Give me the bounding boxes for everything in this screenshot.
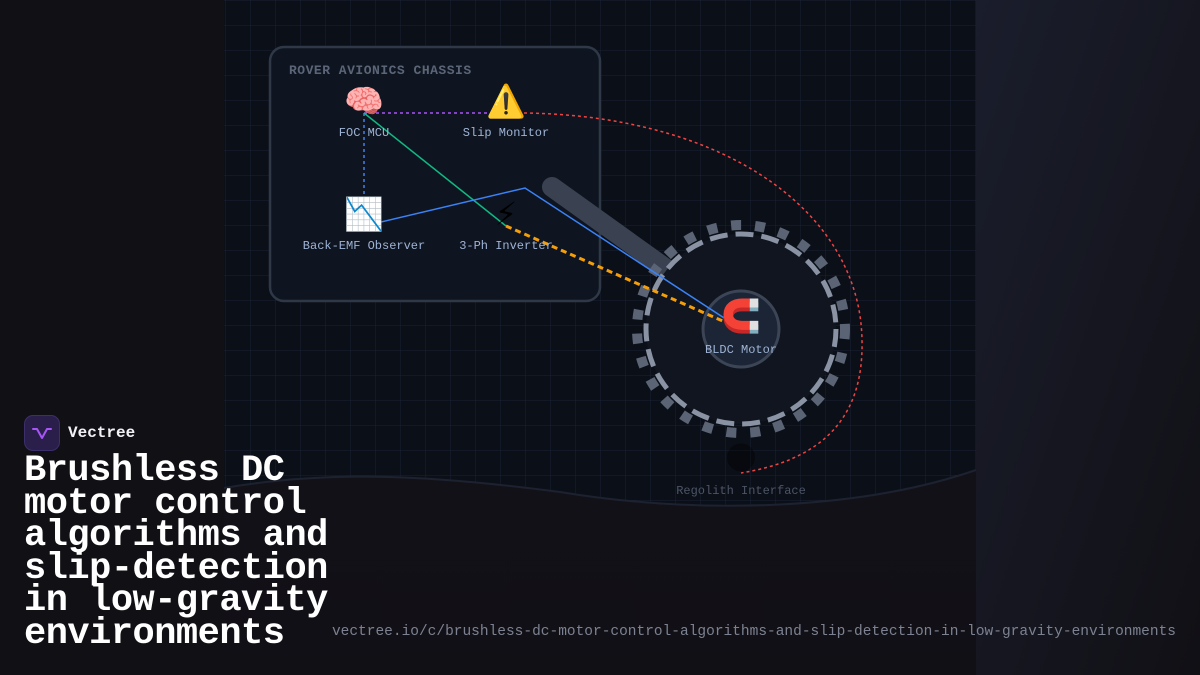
chassis-box: [268, 45, 602, 303]
node-label-regolith-interface: Regolith Interface: [676, 484, 806, 498]
side-panel: [976, 0, 1200, 675]
wheel-tread: [632, 220, 850, 438]
moon-icon: 🌑: [724, 439, 758, 477]
warning-icon: ⚠️: [486, 82, 526, 120]
node-label-3ph-inverter: 3-Ph Inverter: [459, 239, 553, 253]
magnet-icon: 🧲: [721, 297, 761, 335]
link-foc-inverter: [363, 112, 507, 227]
node-label-slip-monitor: Slip Monitor: [462, 126, 550, 140]
node-label-back-emf-observer: Back-EMF Observer: [302, 239, 426, 253]
chassis-title: ROVER AVIONICS CHASSIS: [289, 63, 472, 78]
brand: Vectree: [24, 415, 135, 451]
lightning-icon: ⚡: [494, 195, 518, 233]
article-url[interactable]: vectree.io/c/brushless-dc-motor-control-…: [331, 624, 1176, 640]
brain-icon: 🧠: [344, 82, 384, 120]
node-label-bldc-motor: BLDC Motor: [704, 343, 778, 357]
link-observer-motor: [363, 187, 742, 330]
suspension-arm: [542, 177, 675, 278]
page-title: Brushless DC motor control algorithms an…: [24, 450, 328, 655]
node-label-foc-mcu: FOC MCU: [338, 126, 390, 140]
chart-decreasing-icon: 📉: [344, 195, 384, 233]
brand-name: Vectree: [68, 424, 136, 442]
link-inverter-motor: [505, 224, 742, 331]
terrain-edge: [223, 469, 977, 507]
link-slip-regolith: [505, 112, 863, 474]
waveform-icon: [24, 415, 60, 451]
terrain-fade: [224, 510, 976, 675]
